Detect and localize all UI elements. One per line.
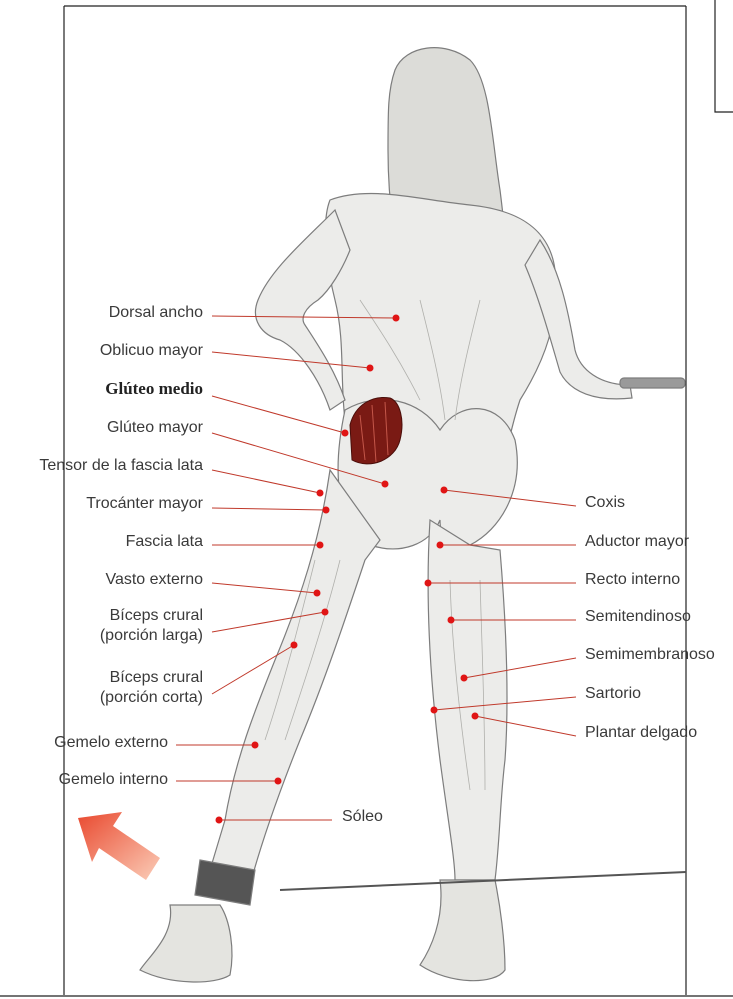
label-biceps-corta-line2: (porción corta) [100, 688, 203, 708]
label-biceps-larga-line1: Bíceps crural [100, 606, 203, 626]
label-oblicuo-mayor: Oblicuo mayor [100, 342, 203, 360]
left-shoe [140, 905, 232, 982]
label-trocanter-mayor: Trocánter mayor [86, 495, 203, 513]
label-biceps-corta-line1: Bíceps crural [100, 668, 203, 688]
label-coxis: Coxis [585, 494, 625, 512]
label-gluteo-medio: Glúteo medio [105, 380, 203, 398]
label-tensor-fascia-lata: Tensor de la fascia lata [39, 457, 203, 475]
label-gluteo-mayor: Glúteo mayor [107, 419, 203, 437]
label-biceps-larga-line2: (porción larga) [100, 626, 203, 646]
label-aductor-mayor: Aductor mayor [585, 533, 689, 551]
label-gemelo-interno: Gemelo interno [59, 771, 168, 789]
label-recto-interno: Recto interno [585, 571, 680, 589]
cable-handle [620, 378, 685, 388]
right-shoe [420, 880, 505, 981]
label-biceps-crural-corta: Bíceps crural (porción corta) [100, 668, 203, 708]
label-semimembranoso: Semimembranoso [585, 646, 715, 664]
label-dorsal-ancho: Dorsal ancho [109, 304, 203, 322]
right-leg [428, 520, 507, 880]
label-biceps-crural-larga: Bíceps crural (porción larga) [100, 606, 203, 646]
arrow-up-left-icon [78, 812, 160, 880]
label-gemelo-externo: Gemelo externo [54, 734, 168, 752]
label-fascia-lata: Fascia lata [126, 533, 203, 551]
label-sartorio: Sartorio [585, 685, 641, 703]
figure-sketch [140, 48, 686, 982]
label-plantar-delgado: Plantar delgado [585, 724, 697, 742]
left-arm [255, 210, 350, 410]
label-soleo: Sóleo [342, 808, 383, 826]
label-vasto-externo: Vasto externo [105, 571, 203, 589]
label-semitendinoso: Semitendinoso [585, 608, 691, 626]
